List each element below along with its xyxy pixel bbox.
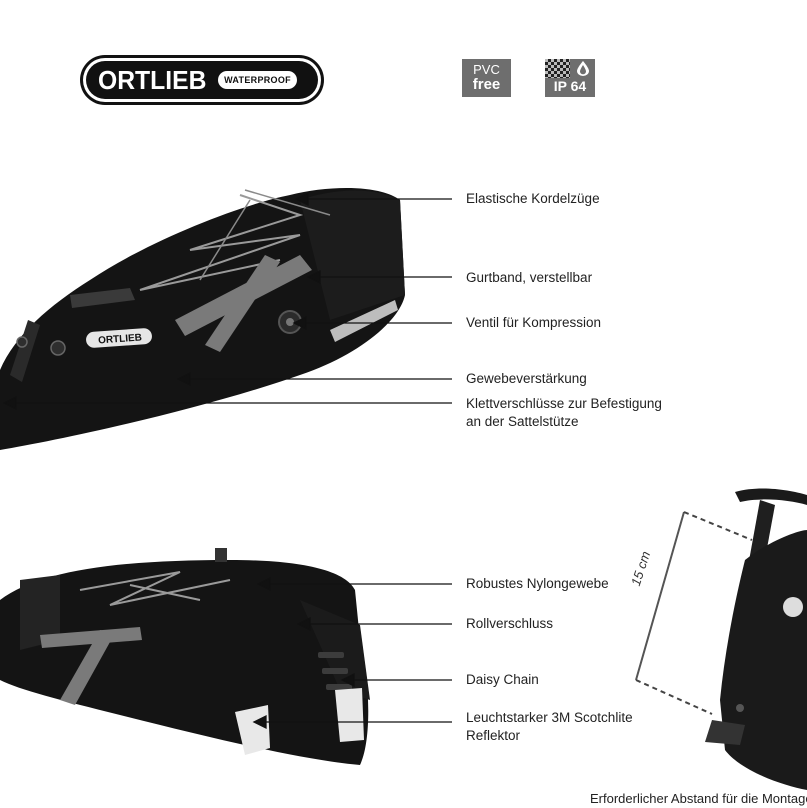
pvc-badge-line1: PVC [473, 62, 500, 77]
callout-arrows-top [2, 191, 452, 411]
seat-bag-top-image: ORTLIEB [0, 188, 405, 450]
logo-tag-text: WATERPROOF [218, 71, 297, 89]
label-daisy-chain: Daisy Chain [466, 672, 539, 687]
label-roll-closure: Rollverschluss [466, 616, 554, 631]
pvc-badge-line2: free [472, 76, 501, 93]
logo-brand-text: ORTLIEB [98, 64, 207, 95]
label-adjustable-strap: Gurtband, verstellbar [466, 270, 593, 285]
label-reflector: Leuchtstarker 3M Scotchlite Reflektor [466, 710, 633, 743]
mount-caption: Erforderlicher Abstand für die Montage [590, 791, 807, 806]
callout-arrows-bottom [252, 576, 452, 730]
mount-image [635, 488, 807, 790]
dust-pattern-icon [545, 59, 570, 78]
label-velcro-closures: Klettverschlüsse zur Befestigung an der … [466, 396, 662, 429]
ip64-badge: IP 64 [545, 59, 595, 97]
label-compression-valve: Ventil für Kompression [466, 315, 602, 330]
label-nylon-fabric: Robustes Nylongewebe [466, 576, 609, 591]
label-elastic-cords: Elastische Kordelzüge [466, 191, 600, 206]
seat-bag-bottom-image [0, 548, 370, 765]
bag-logo-text: ORTLIEB [98, 332, 143, 346]
ip-rating-text: IP 64 [553, 78, 587, 94]
label-fabric-reinforcement: Gewebeverstärkung [466, 371, 587, 386]
pvc-free-badge: PVC free [462, 59, 511, 97]
water-drop-icon [570, 59, 595, 78]
ortlieb-logo: ORTLIEB WATERPROOF [80, 55, 324, 105]
